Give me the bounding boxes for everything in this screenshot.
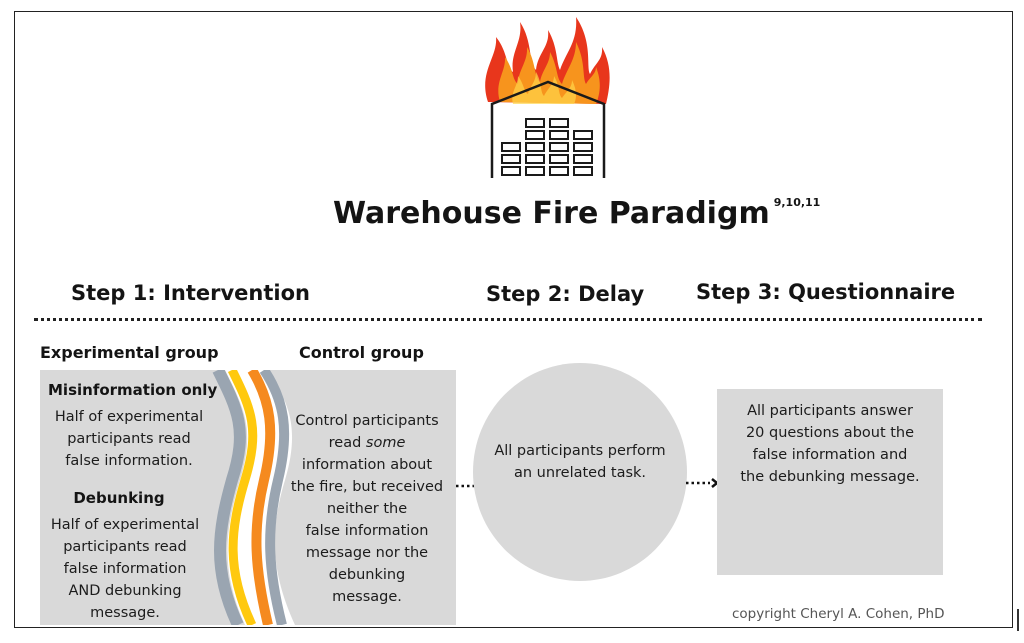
text-line: debunking	[328, 567, 406, 583]
text-line: false information.	[65, 453, 193, 469]
step-3-heading: Step 3: Questionnaire	[696, 280, 956, 304]
debunking-description: Half of experimental participants read f…	[40, 514, 210, 624]
control-description: Control participants read some informati…	[286, 410, 448, 608]
text-line: Half of experimental	[50, 517, 200, 533]
warehouse-outline-icon	[490, 80, 606, 178]
diagram-frame	[14, 11, 1013, 628]
emphasis-some: some	[365, 435, 406, 451]
text-line: message nor the	[305, 545, 429, 561]
text-line: false information	[63, 561, 187, 577]
text-line: read some	[328, 435, 406, 451]
text-line: Half of experimental	[54, 409, 204, 425]
text-line: All participants answer	[747, 403, 913, 419]
citation-superscript: 9,10,11	[773, 196, 821, 209]
step-2-heading: Step 2: Delay	[486, 282, 645, 306]
text-line: an unrelated task.	[513, 465, 647, 481]
flames-icon	[485, 17, 610, 104]
text-line: the debunking message.	[740, 469, 920, 485]
text-cursor	[1017, 609, 1019, 631]
text-line: message.	[332, 589, 402, 605]
questionnaire-box	[717, 389, 943, 575]
questionnaire-description: All participants answer 20 questions abo…	[722, 400, 938, 488]
text-line: 20 questions about the	[745, 425, 915, 441]
title-text: Warehouse Fire Paradigm	[333, 196, 770, 231]
step-1-heading: Step 1: Intervention	[71, 281, 310, 305]
burning-warehouse-icon	[485, 17, 610, 178]
text-line: AND debunking	[68, 583, 182, 599]
delay-description: All participants perform an unrelated ta…	[478, 440, 682, 484]
text-line: All participants perform	[494, 443, 666, 459]
dotted-divider	[34, 318, 982, 321]
text-line: the fire, but received	[290, 479, 444, 495]
dotted-arrow-icon	[686, 478, 720, 488]
copyright-notice: copyright Cheryl A. Cohen, PhD	[732, 606, 945, 622]
debunking-heading: Debunking	[73, 489, 165, 507]
text-line: false information and	[752, 447, 908, 463]
text-line: Control participants	[295, 413, 439, 429]
delay-circle	[473, 363, 687, 581]
ribbon-divider-icon	[212, 370, 295, 625]
boxes-icon	[501, 118, 593, 176]
text-line: participants read	[63, 539, 187, 555]
text-line: false information	[305, 523, 429, 539]
text-line: neither the	[326, 501, 408, 517]
text-line: participants read	[67, 431, 191, 447]
text-line: message.	[90, 605, 160, 621]
control-group-heading: Control group	[299, 343, 424, 362]
experimental-group-heading: Experimental group	[40, 343, 219, 362]
misinformation-description: Half of experimental participants read f…	[44, 406, 214, 472]
misinformation-only-heading: Misinformation only	[48, 381, 218, 399]
text-line: information about	[301, 457, 433, 473]
